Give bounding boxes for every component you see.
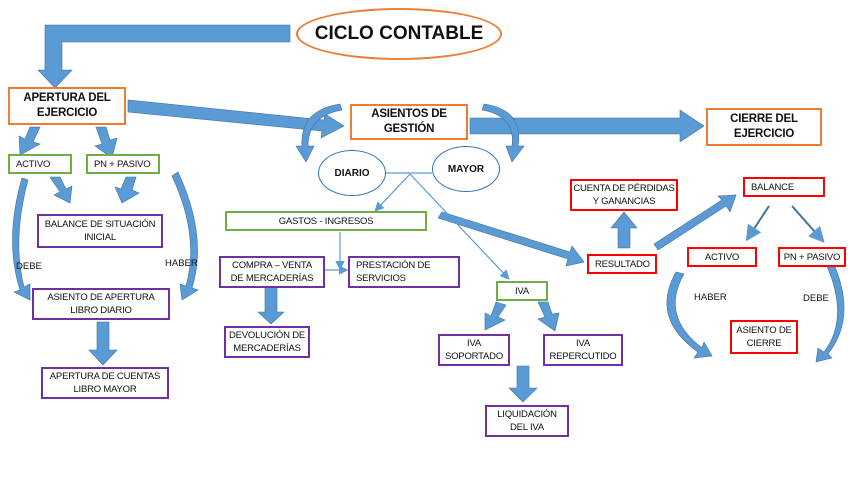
pn-pasivo-label: PN + PASIVO [94, 158, 151, 170]
cuenta-pyg-box: CUENTA DE PÉRDIDAS Y GANANCIAS [570, 179, 678, 211]
balance-box: BALANCE [743, 177, 825, 197]
to-iva-line [409, 173, 510, 280]
asiento-apertura-box: ASIENTO DE APERTURA LIBRO DIARIO [32, 288, 170, 320]
gestion-curve-right-arrow [481, 103, 525, 163]
prestacion-label: PRESTACIÓN DE SERVICIOS [356, 260, 431, 284]
asiento-cierre-label: ASIENTO DE CIERRE [736, 325, 792, 349]
compra-to-devolucion-arrow [257, 286, 285, 325]
asiento-cierre-box: ASIENTO DE CIERRE [730, 320, 798, 354]
apertura-label: APERTURA DEL EJERCICIO [23, 92, 111, 119]
balance-label: BALANCE [751, 181, 794, 193]
closing-haber-label: HABER [694, 292, 727, 303]
closing-activo-box: ACTIVO [687, 247, 757, 267]
devolucion-label: DEVOLUCIÓN DE MERCADERÍAS [228, 330, 306, 354]
gestion-box: ASIENTOS DE GESTIÓN [350, 104, 468, 140]
compra-venta-box: COMPRA – VENTA DE MERCADERÍAS [219, 256, 325, 288]
gastos-to-resultado-arrow [437, 211, 585, 267]
asiento-to-cuentas-arrow [88, 321, 118, 366]
liquidacion-box: LIQUIDACIÓN DEL IVA [485, 405, 569, 437]
closing-debe-label: DEBE [803, 293, 829, 304]
debe-closing-curve-arrow [815, 259, 845, 363]
balance-to-activo-arrow [745, 205, 770, 242]
resultado-box: RESULTADO [587, 254, 657, 274]
iva-repercutido-box: IVA REPERCUTIDO [543, 334, 623, 366]
balance-inicial-box: BALANCE DE SITUACIÓN INICIAL [37, 214, 163, 248]
closing-pn-pasivo-box: PN + PASIVO [778, 247, 846, 267]
gestion-to-cierre-arrow [469, 109, 705, 143]
activo-to-balance-arrow [49, 176, 73, 204]
iva-soportado-box: IVA SOPORTADO [438, 334, 510, 366]
iva-to-repercutido-arrow [537, 301, 560, 332]
devolucion-box: DEVOLUCIÓN DE MERCADERÍAS [224, 326, 310, 358]
gestion-label: ASIENTOS DE GESTIÓN [371, 108, 447, 135]
activo-box: ACTIVO [8, 154, 72, 174]
balance-inicial-label: BALANCE DE SITUACIÓN INICIAL [44, 219, 156, 243]
resultado-to-pyg-arrow [610, 211, 638, 249]
resultado-label: RESULTADO [595, 258, 650, 270]
apertura-to-gestion-arrow [127, 99, 345, 139]
iva-box: IVA [496, 281, 548, 301]
asiento-apertura-label: ASIENTO DE APERTURA LIBRO DIARIO [47, 292, 155, 316]
diario-label: DIARIO [334, 167, 370, 179]
ivas-to-liquidacion-arrow [508, 365, 538, 403]
debe-curve-arrow [12, 177, 31, 301]
iva-soportado-label: IVA SOPORTADO [444, 338, 504, 362]
gastos-ingresos-box: GASTOS - INGRESOS [225, 211, 427, 231]
apertura-to-pnpasivo-arrow [94, 126, 118, 159]
gestion-curve-left-arrow [295, 103, 343, 163]
title-oval: CICLO CONTABLE [296, 8, 502, 60]
balance-to-pnpasivo-arrow [791, 205, 825, 243]
iva-to-soportado-arrow [484, 301, 507, 331]
mayor-label: MAYOR [447, 163, 485, 175]
haber-curve-arrow [171, 171, 199, 301]
diario-oval: DIARIO [318, 150, 386, 196]
cierre-box: CIERRE DEL EJERCICIO [706, 108, 822, 146]
prestacion-box: PRESTACIÓN DE SERVICIOS [348, 256, 460, 288]
pnpasivo-to-balance-arrow [114, 176, 140, 204]
title-to-apertura-arrow [37, 24, 291, 89]
gastos-ingresos-label: GASTOS - INGRESOS [278, 215, 374, 227]
closing-pn-pasivo-label: PN + PASIVO [783, 251, 841, 263]
iva-label: IVA [514, 285, 529, 297]
apertura-cuentas-label: APERTURA DE CUENTAS LIBRO MAYOR [49, 371, 161, 395]
cuenta-pyg-label: CUENTA DE PÉRDIDAS Y GANANCIAS [573, 183, 675, 207]
mayor-oval: MAYOR [432, 146, 500, 192]
to-gastos-line [374, 173, 411, 212]
closing-activo-label: ACTIVO [704, 251, 740, 263]
cierre-label: CIERRE DEL EJERCICIO [730, 113, 798, 140]
compra-venta-label: COMPRA – VENTA DE MERCADERÍAS [230, 260, 314, 284]
apertura-cuentas-box: APERTURA DE CUENTAS LIBRO MAYOR [41, 367, 169, 399]
liquidacion-label: LIQUIDACIÓN DEL IVA [497, 409, 557, 433]
haber-closing-curve-arrow [666, 271, 713, 359]
pn-pasivo-box: PN + PASIVO [86, 154, 160, 174]
resultado-to-balance-arrow [653, 194, 737, 251]
apertura-box: APERTURA DEL EJERCICIO [8, 87, 126, 125]
page-title: CICLO CONTABLE [314, 23, 484, 44]
debe-label: DEBE [16, 261, 42, 272]
iva-repercutido-label: IVA REPERCUTIDO [549, 338, 617, 362]
haber-label: HABER [165, 258, 198, 269]
activo-label: ACTIVO [16, 158, 51, 170]
apertura-to-activo-arrow [18, 126, 41, 156]
